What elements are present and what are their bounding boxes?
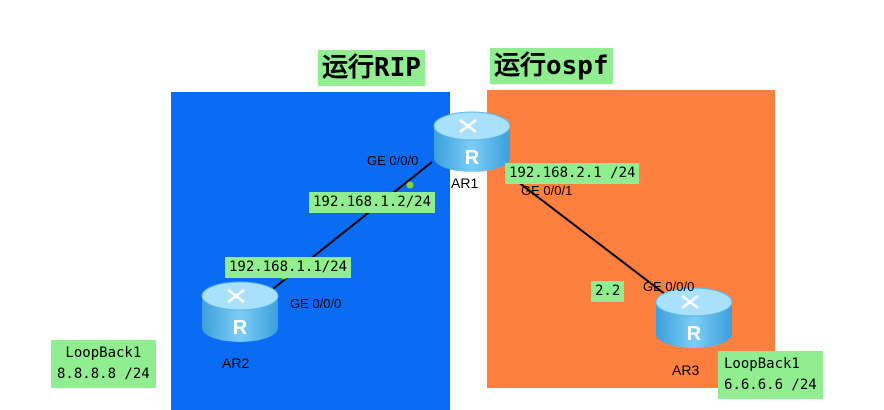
router-icon-ar2[interactable]: R [198, 278, 282, 348]
svg-text:R: R [687, 323, 702, 345]
ar1-port-ge001: GE 0/0/1 [521, 183, 573, 198]
ar3-ip-label: 2.2 [591, 281, 625, 302]
router-ar1-name: AR1 [451, 175, 479, 191]
rip-zone [171, 92, 450, 410]
ar3-loopback-ip: 6.6.6.6 /24 [724, 377, 817, 393]
ar2-loopback-name: LoopBack1 [65, 345, 142, 361]
svg-text:R: R [465, 147, 480, 169]
ar2-loopback-label: LoopBack1 8.8.8.8 /24 [51, 340, 156, 388]
router-ar3-name: AR3 [672, 362, 700, 378]
ar2-port-ge000: GE 0/0/0 [290, 296, 342, 311]
router-icon-ar1[interactable]: R [430, 108, 514, 178]
ar1-ip-label-ospf: 192.168.2.1 /24 [505, 163, 640, 184]
ar3-loopback-label: LoopBack1 6.6.6.6 /24 [718, 351, 823, 399]
rip-zone-title: 运行RIP [318, 50, 425, 86]
ar2-loopback-ip: 8.8.8.8 /24 [57, 366, 150, 382]
port-dot-ar1-ge000 [406, 181, 414, 189]
router-icon-ar3[interactable]: R [652, 284, 736, 354]
link-ar1-ar3 [504, 171, 671, 299]
ar1-ip-label-rip: 192.168.1.2/24 [309, 192, 436, 213]
ar3-port-ge000: GE 0/0/0 [643, 279, 695, 294]
ospf-zone-title: 运行ospf [490, 48, 613, 84]
ar1-port-ge000: GE 0/0/0 [367, 153, 419, 168]
svg-text:R: R [233, 317, 248, 339]
ar2-ip-label: 192.168.1.1/24 [225, 257, 352, 278]
ar3-loopback-name: LoopBack1 [724, 356, 800, 372]
router-ar2-name: AR2 [222, 355, 250, 371]
